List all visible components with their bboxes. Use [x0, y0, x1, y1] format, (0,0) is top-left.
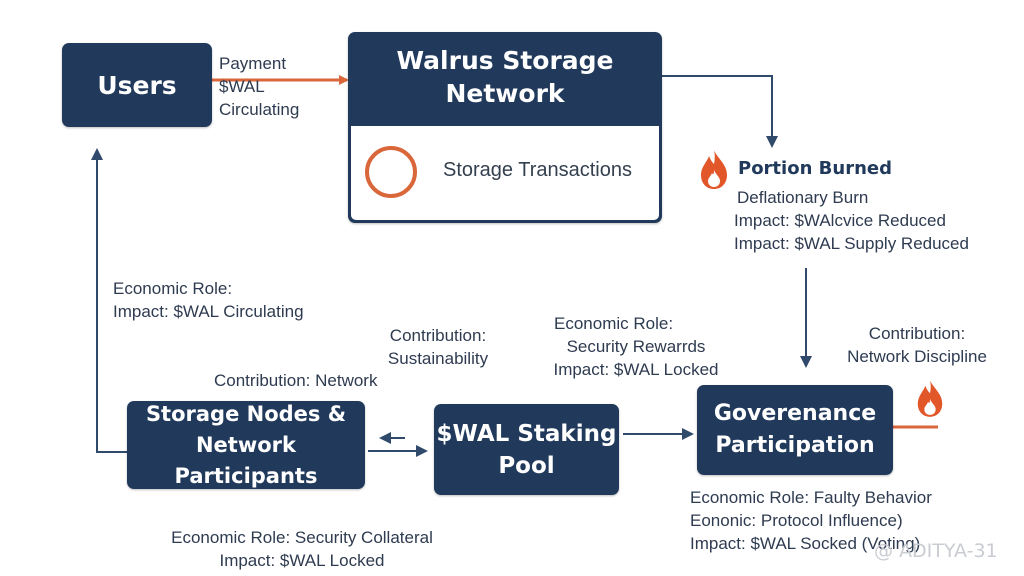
payment-line1: Payment: [219, 54, 287, 73]
nodes-caption-line2: Impact: $WAL Locked: [219, 551, 385, 570]
discipline-line1: Contribution:: [868, 324, 966, 343]
network-discipline-label: Contribution: Network Discipline: [842, 322, 992, 368]
security-collateral-caption: Economic Role: Security Collateral Impac…: [162, 526, 442, 572]
staking-edge-line3: Impact: $WAL Locked: [553, 360, 719, 379]
staking-pool-line1: $WAL Staking: [436, 420, 617, 447]
circle-ring-icon: [365, 146, 417, 198]
left-edge-line2: Impact: $WAL Circulating: [113, 302, 304, 321]
walrus-title: Walrus Storage Network: [348, 44, 662, 110]
staking-pool-node[interactable]: $WAL Staking Pool: [434, 404, 619, 495]
storage-transactions-label: Storage Transactions: [443, 159, 632, 181]
walrus-storage-network-node[interactable]: Walrus Storage Network Storage Transacti…: [348, 32, 662, 223]
portion-burned-title: Portion Burned: [738, 158, 892, 179]
left-edge-line1: Economic Role:: [113, 279, 233, 298]
contribution-network-label: Contribution: Network: [214, 371, 378, 390]
flame-icon: [701, 150, 727, 189]
walrus-title-line2: Network: [445, 79, 565, 108]
storage-nodes-line2: Network Participants: [174, 432, 318, 488]
sustainability-line1: Contribution:: [389, 326, 487, 345]
discipline-line2: Network Discipline: [847, 347, 987, 366]
sustainability-label: Contribution: Sustainability: [380, 324, 496, 370]
governance-node[interactable]: Goverenance Participation: [697, 385, 893, 475]
staking-edge-line1: Economic Role:: [554, 314, 674, 333]
sustainability-line2: Sustainability: [387, 349, 489, 368]
users-node[interactable]: Users: [62, 43, 212, 127]
governance-caption-line2: Eononic: Protocol Influence): [690, 511, 903, 530]
governance-caption: Economic Role: Faulty Behavior Eononic: …: [690, 486, 932, 555]
payment-line3: Circulating: [219, 100, 300, 119]
staking-edge-line2: Security Rewarrds: [566, 337, 706, 356]
users-label: Users: [97, 70, 177, 100]
walrus-title-line1: Walrus Storage: [396, 46, 614, 75]
storage-nodes-node[interactable]: Storage Nodes & Network Participants: [127, 401, 365, 489]
burn-details: Deflationary Burn Impact: $WAlcvice Redu…: [734, 186, 969, 255]
governance-caption-line3: Impact: $WAL Socked (Voting): [690, 534, 921, 553]
economic-role-circulating-label: Economic Role: Impact: $WAL Circulating: [113, 277, 304, 323]
burn-line1: Deflationary Burn: [737, 188, 869, 207]
burn-line3: Impact: $WAL Supply Reduced: [734, 234, 969, 253]
nodes-caption-line1: Economic Role: Security Collateral: [171, 528, 433, 547]
storage-transactions-panel: Storage Transactions: [351, 126, 659, 220]
payment-label: Payment $WAL Circulating: [219, 52, 299, 121]
payment-line2: $WAL: [219, 77, 265, 96]
nodes-to-users-arrow: [91, 148, 127, 453]
burn-arrow: [662, 75, 778, 148]
governance-flame-icon: [917, 380, 943, 417]
governance-line2: Participation: [715, 433, 875, 458]
security-rewards-label: Economic Role: Security Rewarrds Impact:…: [550, 312, 722, 381]
staking-pool-line2: Pool: [498, 452, 555, 479]
burn-line2: Impact: $WAlcvice Reduced: [734, 211, 946, 230]
watermark: @ ADITYA-31: [874, 540, 998, 562]
governance-line1: Goverenance: [713, 401, 877, 426]
governance-caption-line1: Economic Role: Faulty Behavior: [690, 488, 932, 507]
storage-nodes-line1: Storage Nodes &: [145, 401, 347, 426]
